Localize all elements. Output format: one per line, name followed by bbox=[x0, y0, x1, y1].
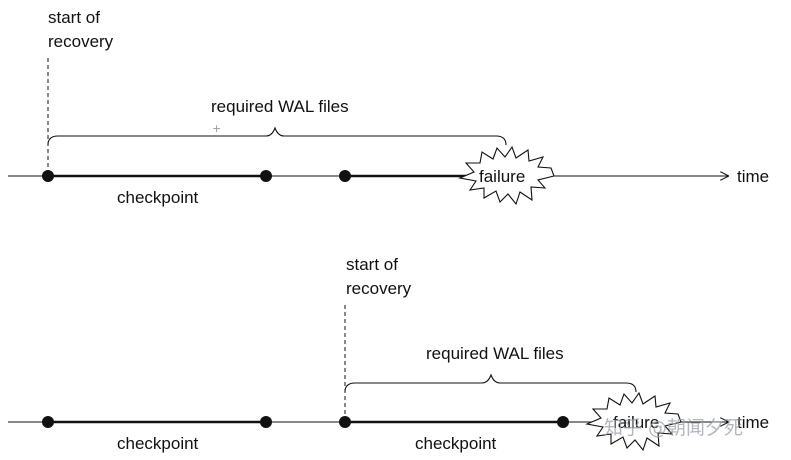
time-axis-label: time bbox=[737, 167, 769, 186]
required-wal-files-brace bbox=[47, 126, 507, 146]
failure-label: failure bbox=[479, 167, 525, 186]
required-wal-files-label: required WAL files bbox=[211, 97, 349, 116]
start-of-recovery-label-line1: start of bbox=[346, 255, 398, 274]
start-of-recovery-label-line2: recovery bbox=[48, 32, 114, 51]
plus-mark-icon: + bbox=[212, 122, 221, 135]
checkpoint-label-2: checkpoint bbox=[415, 434, 497, 453]
checkpoint-dot-2 bbox=[260, 416, 272, 428]
checkpoint-dot-1 bbox=[42, 416, 54, 428]
checkpoint-dot-4 bbox=[557, 416, 569, 428]
failure-burst-icon bbox=[458, 145, 555, 206]
checkpoint-next-dot bbox=[339, 170, 351, 182]
required-wal-files-brace bbox=[344, 373, 637, 393]
diagram-bottom: start of recovery required WAL files che… bbox=[8, 255, 769, 453]
checkpoint-label-1: checkpoint bbox=[117, 434, 199, 453]
required-wal-files-label: required WAL files bbox=[426, 344, 564, 363]
checkpoint-label: checkpoint bbox=[117, 188, 199, 207]
start-of-recovery-label-line1: start of bbox=[48, 8, 100, 27]
start-of-recovery-label-line2: recovery bbox=[346, 279, 412, 298]
diagram-top: start of recovery required WAL files + c… bbox=[8, 8, 769, 207]
checkpoint-start-dot bbox=[42, 170, 54, 182]
time-axis-label: time bbox=[737, 413, 769, 432]
failure-burst-icon bbox=[585, 391, 682, 452]
watermark: 知乎 @朝闻夕死 bbox=[604, 417, 743, 439]
checkpoint-dot-3 bbox=[339, 416, 351, 428]
failure-label: failure bbox=[613, 413, 659, 432]
checkpoint-end-dot bbox=[260, 170, 272, 182]
